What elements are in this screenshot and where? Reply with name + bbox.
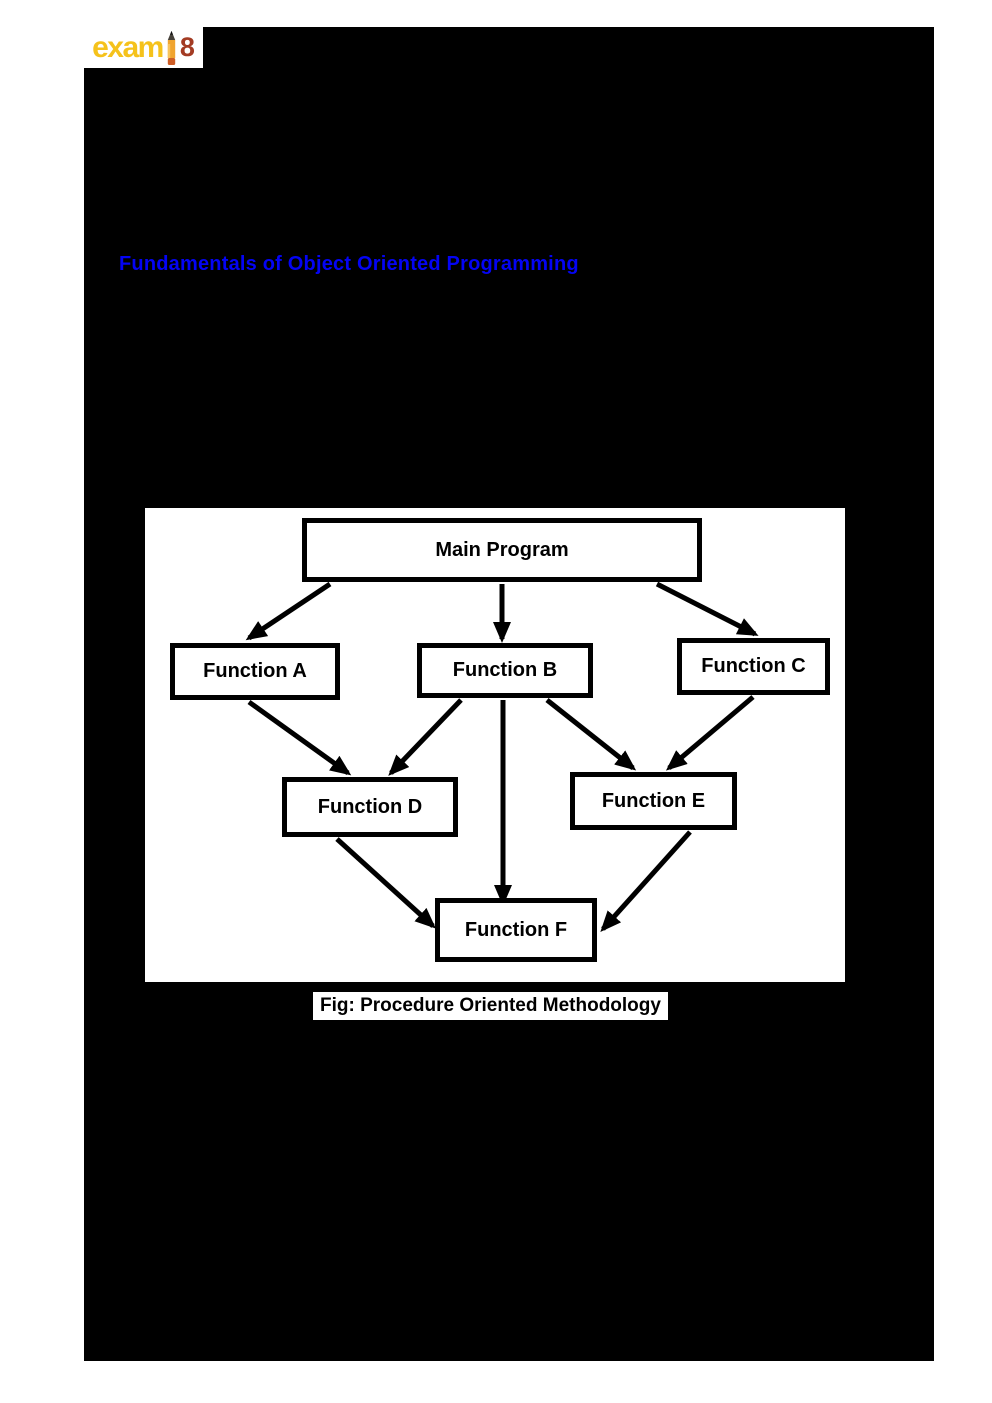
node-function-e: Function E [570,772,737,830]
pencil-icon [167,30,176,65]
node-function-b: Function B [417,643,593,698]
node-function-d: Function D [282,777,458,837]
edge-function-d-to-function-f [335,837,436,929]
edge-function-b-to-function-d [388,698,463,776]
edge-main-program-to-function-c [655,581,759,637]
edge-function-a-to-function-d [247,699,352,776]
exam18-logo: exam 8 [84,27,203,68]
logo-digit-8: 8 [179,32,195,62]
figure-caption: Fig: Procedure Oriented Methodology [313,992,668,1020]
flowchart-arrows [245,581,759,932]
edge-function-b-to-function-e [545,698,637,771]
node-main-program: Main Program [302,518,702,582]
page-title: Fundamentals of Object Oriented Programm… [119,253,579,275]
edge-main-program-to-function-a [245,581,332,641]
logo-word-exam: exam [92,30,164,64]
node-function-c: Function C [677,638,830,695]
edge-function-e-to-function-f [600,830,692,932]
edge-function-c-to-function-e [665,695,755,771]
node-function-f: Function F [435,898,597,962]
node-function-a: Function A [170,643,340,700]
